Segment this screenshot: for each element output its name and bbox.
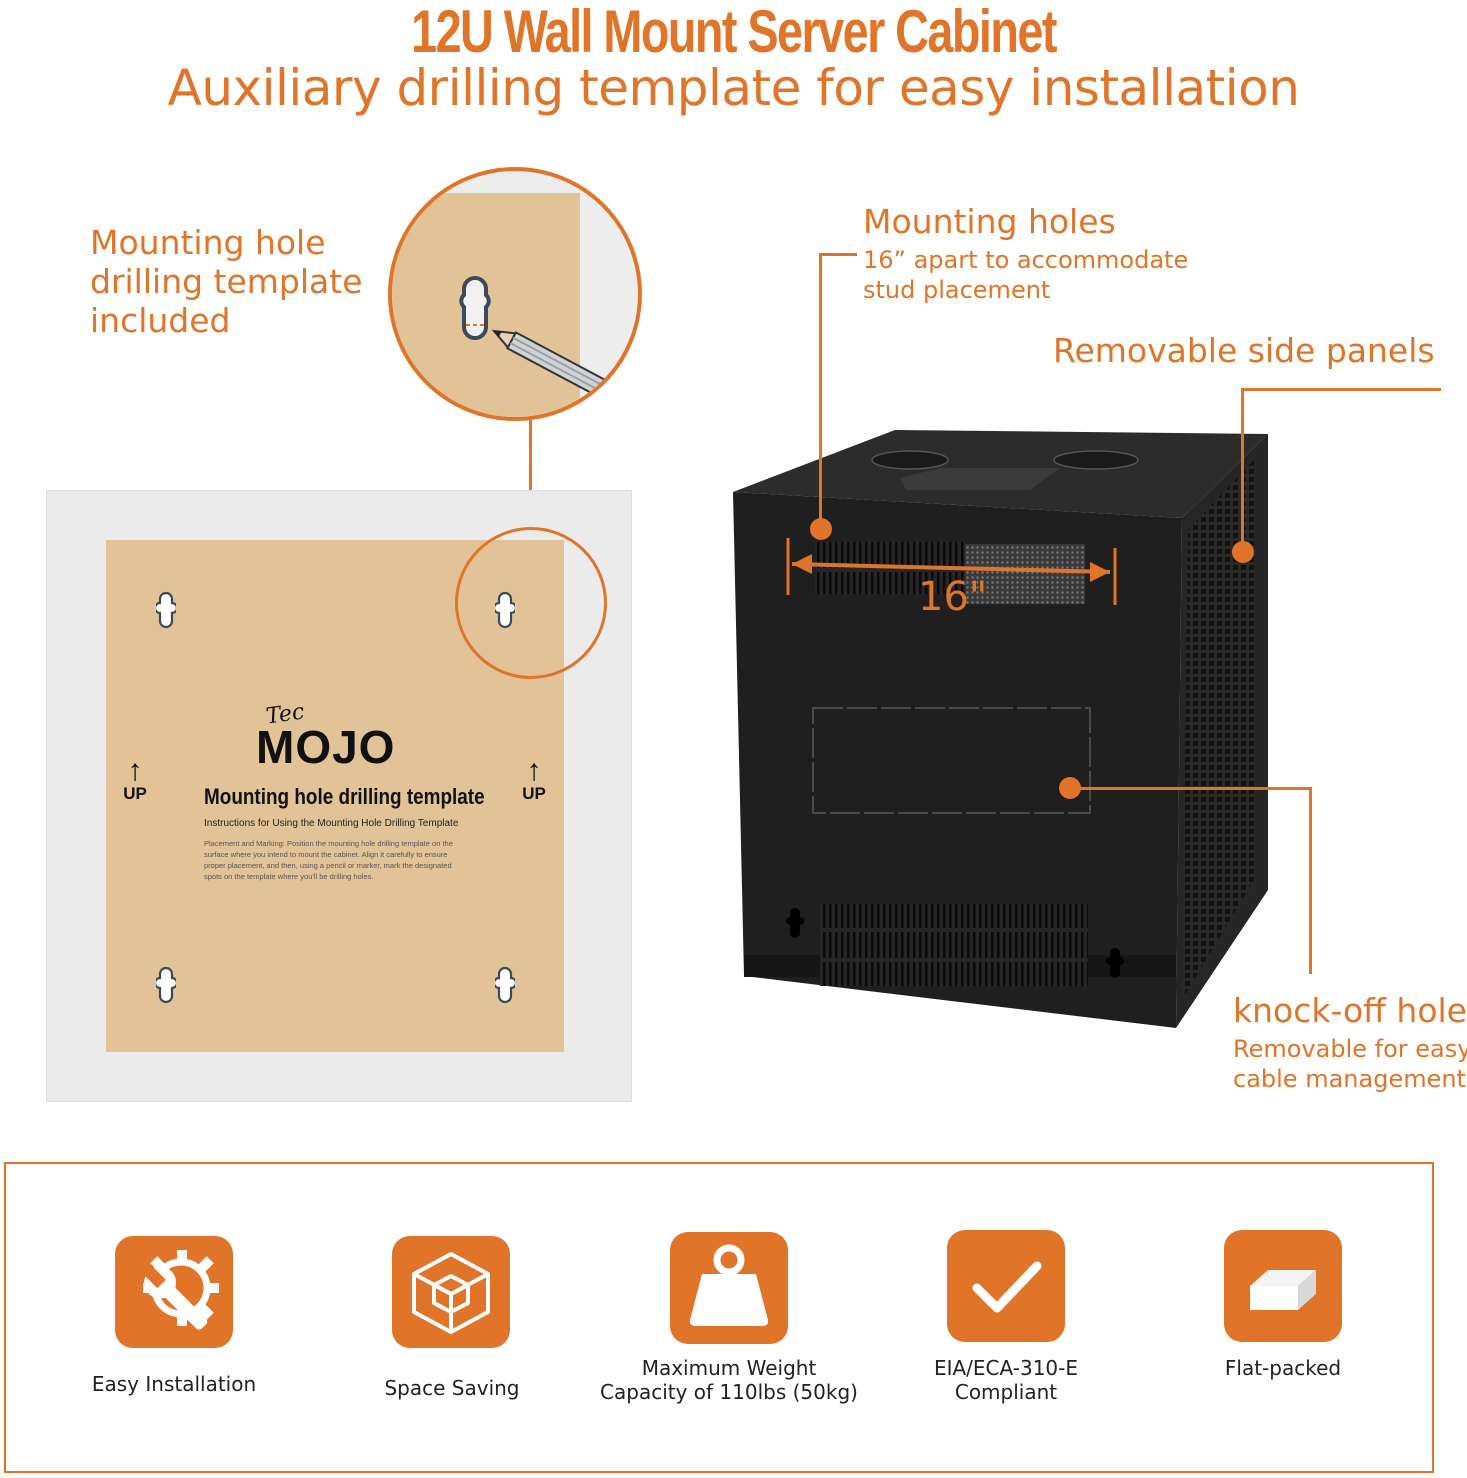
drilling-template-sheet: ↑ UP ↑ UP Tec MOJO Mounting hole drillin… <box>106 540 564 1052</box>
cube-icon <box>392 1236 510 1348</box>
zoom-connector-line <box>529 419 532 529</box>
keyhole-marker-bottom-left <box>156 966 176 1004</box>
gear-wrench-icon <box>115 1236 233 1348</box>
feature-label-line1: EIA/ECA-310-E <box>933 1356 1079 1380</box>
template-instructions-body: Placement and Marking: Position the moun… <box>204 839 453 881</box>
weight-icon <box>670 1232 788 1344</box>
knock-off-title: knock-off hole <box>1233 991 1467 1030</box>
template-zoom-view <box>388 167 642 421</box>
feature-label-line2: Capacity of 110lbs (50kg) <box>600 1380 858 1404</box>
features-panel: Easy Installation Space Saving Maximum <box>4 1162 1434 1473</box>
up-arrow-icon: ↑ <box>526 754 542 787</box>
up-label-right: UP <box>522 784 546 803</box>
template-callout-line3: included <box>90 301 231 340</box>
cabinet-drawing <box>733 430 1268 1028</box>
knock-off-leader-vertical <box>1309 787 1312 974</box>
mounting-holes-leader-vertical <box>819 253 822 528</box>
side-panels-leader-horizontal <box>1241 388 1441 391</box>
brand-logo: MOJO <box>256 721 396 773</box>
feature-label: Space Saving <box>384 1376 520 1400</box>
mounting-holes-line2: stud placement <box>863 276 1051 304</box>
drilling-template-card: ↑ UP ↑ UP Tec MOJO Mounting hole drillin… <box>46 490 632 1102</box>
pencil-marking-illustration <box>459 276 633 411</box>
checkmark-icon <box>947 1230 1065 1342</box>
mounting-holes-marker <box>810 518 832 540</box>
page-subtitle: Auxiliary drilling template for easy ins… <box>167 59 1300 117</box>
keyhole-marker-top-left <box>156 591 176 629</box>
flat-box-icon <box>1224 1230 1342 1342</box>
dimension-label: 16" <box>918 574 988 620</box>
template-callout-line2: drilling template <box>90 262 363 301</box>
up-indicator-right: ↑ UP <box>514 754 554 804</box>
side-panels-leader-vertical <box>1241 388 1244 552</box>
side-panels-title: Removable side panels <box>1053 331 1435 370</box>
server-cabinet-illustration: 16" <box>720 420 1280 1060</box>
knock-off-line1: Removable for easy <box>1233 1035 1467 1063</box>
template-heading: Mounting hole drilling template <box>204 784 485 809</box>
mounting-holes-line1: 16” apart to accommodate <box>863 246 1189 274</box>
feature-label-line2: Compliant <box>954 1380 1058 1404</box>
template-instructions-title: Instructions for Using the Mounting Hole… <box>204 818 459 829</box>
up-arrow-icon: ↑ <box>127 754 143 787</box>
side-panels-marker <box>1232 541 1254 563</box>
keyhole-marker-bottom-right <box>495 966 515 1004</box>
template-callout-line1: Mounting hole <box>90 223 326 262</box>
mounting-holes-leader-horizontal <box>819 253 857 256</box>
feature-label-line1: Maximum Weight <box>641 1356 817 1380</box>
zoom-source-circle <box>455 527 607 679</box>
knock-off-line2: cable management <box>1233 1065 1466 1093</box>
up-label-left: UP <box>123 784 147 803</box>
up-indicator-left: ↑ UP <box>115 754 155 804</box>
page-title: 12U Wall Mount Server Cabinet <box>411 0 1057 65</box>
feature-label: Flat-packed <box>1224 1356 1342 1380</box>
feature-label: Easy Installation <box>91 1372 257 1396</box>
mounting-holes-title: Mounting holes <box>863 202 1116 241</box>
knock-off-leader-horizontal <box>1070 787 1312 790</box>
